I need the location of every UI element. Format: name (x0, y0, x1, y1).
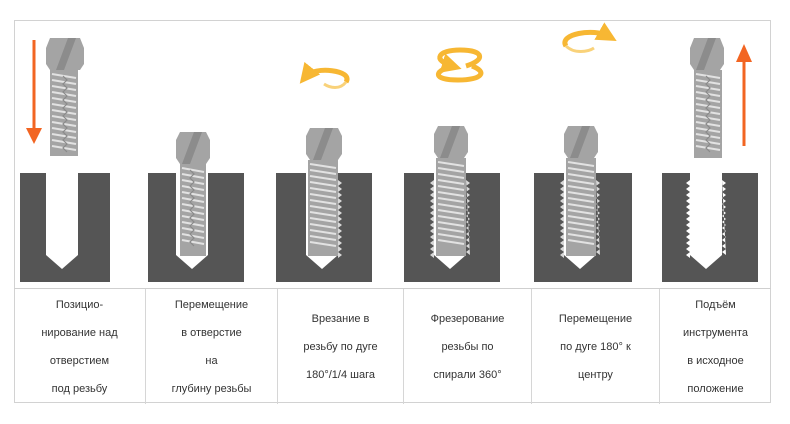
thread-mill-tool-3 (306, 128, 342, 256)
workpiece-block-2 (148, 173, 244, 282)
thread-cut-5-left (560, 180, 564, 258)
thread-mill-tool-4 (434, 126, 468, 256)
step-1-caption: Позицио- нирование над отверстием под ре… (14, 289, 146, 404)
step-3-panel (276, 61, 372, 282)
thread-milling-illustration (20, 22, 758, 282)
arrow-up-icon (736, 44, 752, 146)
diagram-frame (14, 20, 771, 403)
arrow-down-icon (26, 40, 42, 144)
step-4-panel (404, 47, 500, 282)
step-1-panel (20, 38, 110, 282)
thread-mill-tool-2 (176, 132, 210, 256)
arc-right-arrow-icon (562, 22, 617, 53)
spiral-arrow-icon (436, 47, 484, 83)
step-5-panel (534, 22, 632, 282)
caption-row: Позицио- нирование над отверстием под ре… (14, 288, 771, 404)
thread-cut-4-left (430, 180, 434, 258)
thread-mill-tool-1 (46, 38, 84, 156)
thread-mill-tool-6 (690, 38, 724, 158)
workpiece-block-5 (534, 173, 632, 282)
arc-left-arrow-icon (299, 61, 350, 89)
workpiece-block-6 (662, 173, 758, 282)
step-4-caption: Фрезерование резьбы по спирали 360° (404, 289, 532, 404)
step-2-caption: Перемещение в отверстие на глубину резьб… (146, 289, 278, 404)
thread-cut-6-right (722, 180, 726, 255)
step-5-caption: Перемещение по дуге 180° к центру (532, 289, 660, 404)
step-3-caption: Врезание в резьбу по дуге 180°/1/4 шага (278, 289, 404, 404)
workpiece-block-1 (20, 173, 110, 282)
workpiece-block-4 (404, 173, 500, 282)
thread-cut-3 (338, 180, 342, 258)
thread-cut-6-left (686, 180, 690, 258)
step-2-panel (148, 132, 244, 282)
step-6-caption: Подъём инструмента в исходное положение (683, 298, 748, 395)
step-6-panel (662, 38, 758, 282)
thread-cut-5-right (596, 180, 600, 255)
workpiece-block-3 (276, 173, 372, 282)
thread-cut-4-right (466, 180, 470, 255)
thread-mill-tool-5 (564, 126, 598, 256)
